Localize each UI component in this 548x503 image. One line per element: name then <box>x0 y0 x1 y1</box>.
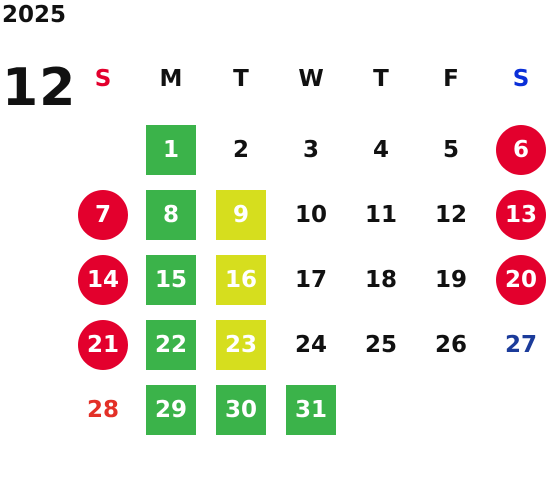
calendar-day-27[interactable]: 27 <box>504 332 537 358</box>
calendar-day-15[interactable]: 15 <box>146 255 196 305</box>
calendar-day-29[interactable]: 29 <box>146 385 196 435</box>
calendar-day-10[interactable]: 10 <box>294 202 327 228</box>
calendar-day-16[interactable]: 16 <box>216 255 266 305</box>
calendar-day-17[interactable]: 17 <box>294 267 327 293</box>
calendar-day-14[interactable]: 14 <box>78 255 128 305</box>
calendar-day-12[interactable]: 12 <box>434 202 467 228</box>
calendar-day-9[interactable]: 9 <box>216 190 266 240</box>
calendar-day-7[interactable]: 7 <box>78 190 128 240</box>
calendar-day-30[interactable]: 30 <box>216 385 266 435</box>
calendar-day-2[interactable]: 2 <box>232 137 249 163</box>
year-label: 2025 <box>2 2 67 28</box>
calendar-day-28[interactable]: 28 <box>86 397 119 423</box>
calendar-day-13[interactable]: 13 <box>496 190 546 240</box>
calendar-day-4[interactable]: 4 <box>372 137 389 163</box>
calendar-day-25[interactable]: 25 <box>364 332 397 358</box>
calendar-day-5[interactable]: 5 <box>442 137 459 163</box>
weekday-header-1: M <box>159 66 183 92</box>
month-label: 12 <box>2 58 77 118</box>
weekday-header-3: W <box>298 66 324 92</box>
calendar-day-31[interactable]: 31 <box>286 385 336 435</box>
calendar-day-18[interactable]: 18 <box>364 267 397 293</box>
calendar-day-1[interactable]: 1 <box>146 125 196 175</box>
calendar-day-23[interactable]: 23 <box>216 320 266 370</box>
weekday-header-5: F <box>443 66 459 92</box>
calendar-day-6[interactable]: 6 <box>496 125 546 175</box>
weekday-header-4: T <box>373 66 389 92</box>
calendar-day-11[interactable]: 11 <box>364 202 397 228</box>
calendar-day-8[interactable]: 8 <box>146 190 196 240</box>
calendar-day-19[interactable]: 19 <box>434 267 467 293</box>
weekday-header-2: T <box>233 66 249 92</box>
calendar-day-26[interactable]: 26 <box>434 332 467 358</box>
calendar-day-21[interactable]: 21 <box>78 320 128 370</box>
calendar-day-24[interactable]: 24 <box>294 332 327 358</box>
calendar-day-20[interactable]: 20 <box>496 255 546 305</box>
calendar-day-3[interactable]: 3 <box>302 137 319 163</box>
weekday-header-0: S <box>94 66 112 92</box>
calendar-day-22[interactable]: 22 <box>146 320 196 370</box>
weekday-header-6: S <box>512 66 530 92</box>
